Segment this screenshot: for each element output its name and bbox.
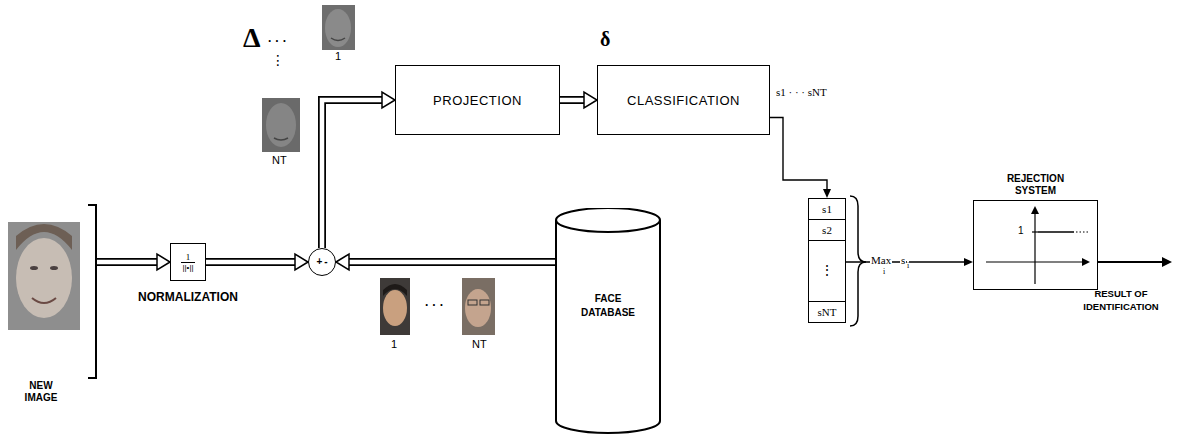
node-text: 1 (186, 252, 191, 262)
arrowhead (382, 92, 395, 108)
arrowhead (964, 258, 973, 266)
node-text: + (316, 257, 322, 267)
connector (97, 254, 170, 270)
connector-line (349, 260, 555, 265)
node-text: NORMALIZATION (138, 290, 238, 304)
connector (336, 254, 555, 270)
subscript: i (907, 261, 909, 270)
node-text: s2 (809, 220, 845, 241)
database-face-nt (462, 278, 495, 335)
score-symbol: s (900, 254, 906, 266)
step-function-axes (986, 206, 1090, 284)
node-text: NEW IMAGE (17, 380, 65, 404)
result-label: RESULT OF IDENTIFICATION (1070, 287, 1172, 313)
connector (322, 92, 395, 248)
node-text: 1 (1018, 225, 1024, 237)
arrowhead (295, 254, 308, 270)
connector (560, 92, 597, 108)
node-text: CLASSIFICATION (627, 93, 740, 108)
index-label: NT (272, 154, 287, 166)
connector-line (560, 96, 584, 104)
connector-line (322, 100, 382, 248)
ellipsis: · · · (425, 298, 444, 312)
normalization-box: 1||•||NORMALIZATION (170, 243, 206, 281)
connector-line (560, 98, 584, 103)
connector-line (97, 258, 157, 266)
index-label: NT (472, 338, 487, 350)
connector-line (349, 258, 555, 266)
delta-symbol: δ (600, 28, 610, 51)
arrowhead (157, 254, 170, 270)
node-text: REJECTION SYSTEM (996, 173, 1076, 197)
connector-line (770, 118, 827, 190)
ellipsis: ⋮ (271, 52, 285, 68)
difference-face-nt (262, 98, 300, 152)
max-operator: Max (870, 254, 892, 266)
node-text: FACE DATABASE (555, 292, 661, 320)
cylinder-body (556, 208, 660, 433)
cylinder-rim (556, 220, 660, 232)
connector-line (206, 258, 295, 266)
connector (206, 254, 308, 270)
node-text: ||•|| (181, 262, 194, 273)
node-text: - (324, 257, 327, 267)
node-text: ⋮ (809, 241, 845, 302)
connector-line (206, 260, 295, 265)
connector (770, 118, 831, 199)
index-label: 1 (391, 338, 397, 350)
score-list: s1 · · · sNT (776, 86, 827, 98)
input-bracket (88, 205, 96, 378)
image-input: NEW IMAGE (5, 220, 97, 410)
difference-face-1 (322, 5, 355, 50)
node-text: s1 (809, 199, 845, 220)
connector-line (322, 100, 382, 248)
rejection-box: REJECTION SYSTEM1 (973, 200, 1098, 290)
new-face-photo (8, 222, 80, 330)
arrowhead (336, 254, 349, 270)
arrowhead (584, 92, 597, 108)
node-text: sNT (809, 302, 845, 322)
curly-brace (850, 196, 866, 326)
delta-symbol: Δ (243, 22, 261, 54)
index-label: 1 (335, 50, 341, 62)
connector-line (97, 260, 157, 265)
node-text: PROJECTION (433, 93, 522, 108)
database-face-1 (380, 278, 410, 335)
arrowhead (823, 189, 831, 198)
database-cylinder: FACE DATABASE (555, 208, 661, 434)
ellipsis: · · · (268, 34, 287, 48)
output-arrow (1098, 257, 1172, 267)
process-box: CLASSIFICATION (597, 65, 770, 135)
cylinder-outline (555, 208, 661, 434)
summing-circle: +- (308, 248, 336, 276)
connector (846, 258, 973, 266)
process-box: PROJECTION (395, 65, 560, 135)
score-vector: s1s2⋮sNT (808, 198, 846, 323)
subscript: i (883, 267, 885, 276)
